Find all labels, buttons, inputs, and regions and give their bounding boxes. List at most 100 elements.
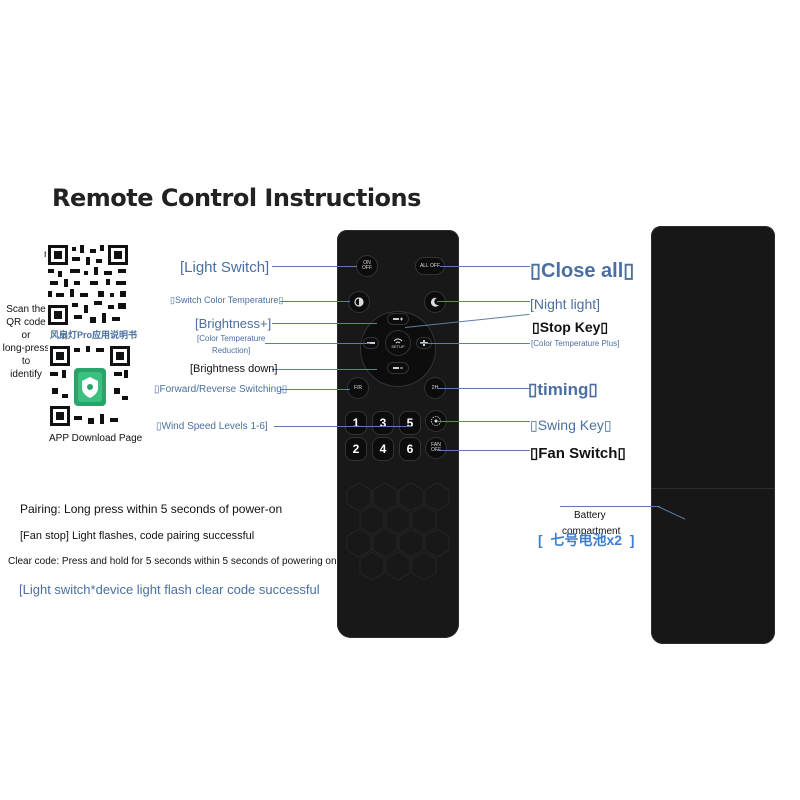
line-brightness-plus: [272, 323, 377, 324]
moon-icon: [430, 297, 439, 307]
battery-label-1: Battery: [574, 510, 606, 521]
brightness-plus-icon: [393, 317, 403, 321]
remote-back: [651, 226, 775, 644]
qr-side-label: Scan the QR code or long-press to identi…: [2, 303, 50, 381]
line-swing: [437, 421, 530, 422]
qr-code-bottom[interactable]: [48, 344, 132, 428]
line-forward-reverse: [280, 389, 350, 390]
label-light-switch: [Light Switch]: [180, 259, 270, 276]
label-marker: ▯: [154, 384, 160, 395]
speed-6-button[interactable]: 6: [400, 438, 420, 460]
qr-bottom-icon: [48, 344, 132, 428]
label-forward-reverse: ▯Forward/Reverse Switching▯: [154, 384, 287, 395]
qr-banner-text: 风扇灯Pro应用说明书: [50, 330, 138, 340]
brightness-down-button[interactable]: [388, 363, 408, 373]
speed-5-button[interactable]: 5: [400, 412, 420, 434]
label-text: Stop Key: [539, 319, 601, 335]
label-marker: ▯: [281, 384, 288, 395]
label-marker: ▯: [600, 319, 609, 335]
line-switch-cct: [280, 301, 350, 302]
label-marker: ▯: [603, 417, 612, 433]
label-text: Fan Switch: [538, 445, 618, 462]
label-marker: ▯: [156, 421, 162, 432]
line-timing: [437, 388, 530, 389]
line-cct-plus: [420, 343, 530, 344]
label-marker: ▯: [170, 295, 175, 305]
label-marker: ▯: [528, 380, 538, 399]
line-light-switch: [272, 266, 357, 267]
brightness-minus-icon: [393, 367, 403, 369]
qr-side-line: QR code or: [6, 317, 46, 341]
battery-cover-seam: [651, 488, 775, 489]
qr-bottom-label: APP Download Page: [49, 433, 143, 444]
setup-stop-button[interactable]: SETUP: [386, 331, 410, 355]
battery-label-2: compartment: [562, 526, 621, 537]
cct-icon: [354, 297, 364, 307]
page-title: Remote Control Instructions: [52, 184, 421, 212]
qr-code-top[interactable]: [46, 243, 130, 327]
speed-2-button[interactable]: 2: [346, 438, 366, 460]
label-cct-plus: [Color Temperature Plus]: [531, 339, 620, 348]
qr-side-line: long-press: [2, 343, 50, 354]
label-marker: ▯: [530, 260, 542, 282]
line-close-all: [440, 266, 530, 267]
color-temp-switch-button[interactable]: [349, 292, 369, 312]
fan-off-button[interactable]: FAN OFF: [426, 438, 446, 458]
line-wind-speed: [274, 426, 412, 427]
instruction-fan-stop: [Fan stop] Light flashes, code pairing s…: [20, 530, 255, 542]
battery-spec: [ 七号电池x2 ]: [538, 532, 635, 548]
label-stop-key: ▯Stop Key▯: [532, 319, 608, 336]
line-brightness-down: [272, 369, 377, 370]
brightness-up-button[interactable]: [388, 314, 408, 324]
speed-1-button[interactable]: 1: [346, 412, 366, 434]
hex-texture: [346, 482, 450, 581]
color-temp-down-button[interactable]: [364, 338, 378, 348]
label-cct-reduction-1: [Color Temperature: [197, 334, 266, 343]
label-marker: ▯: [278, 295, 284, 305]
label-brightness-down: [Brightness down]: [190, 363, 278, 375]
label-text: Switch Color Temperature: [174, 295, 279, 305]
label-text: Close all: [541, 260, 624, 282]
label-timing: ▯timing▯: [528, 380, 598, 400]
qr-top-icon: [46, 243, 130, 327]
timer-button[interactable]: 2H: [425, 378, 445, 398]
label-text: Swing Key: [537, 417, 604, 433]
label-text: Forward/Reverse Switching: [159, 384, 282, 395]
remote-front: ON OFF ALL OFF SETUP F/R 2H FAN OFF 1 3 …: [337, 230, 459, 638]
label-text: Wind Speed Levels 1-6]: [161, 421, 268, 432]
line-cct-reduction: [265, 343, 370, 344]
label-fan-switch: ▯Fan Switch▯: [530, 444, 626, 462]
setup-label: SETUP: [391, 343, 405, 349]
night-light-button[interactable]: [425, 292, 445, 312]
label-switch-color-temp: ▯Switch Color Temperature▯: [170, 295, 283, 306]
speed-3-button[interactable]: 3: [373, 412, 393, 434]
label-swing-key: ▯Swing Key▯: [530, 417, 612, 434]
label-close-all: ▯Close all▯: [530, 258, 634, 283]
label-brightness-plus: [Brightness+]: [195, 316, 272, 331]
line-night-light: [437, 301, 530, 302]
on-off-button[interactable]: ON OFF: [357, 256, 377, 276]
label-marker: ▯: [530, 417, 538, 433]
label-marker: ▯: [530, 445, 539, 462]
label-marker: ▯: [623, 260, 635, 282]
label-cct-reduction-2: Reduction]: [212, 346, 251, 355]
cct-minus-icon: [367, 342, 375, 344]
label-text: timing: [537, 380, 589, 399]
speed-4-button[interactable]: 4: [373, 438, 393, 460]
qr-side-line: to: [21, 356, 31, 367]
label-night-light: [Night light]: [530, 296, 601, 312]
line-battery: [560, 506, 660, 507]
line-fan-switch: [437, 450, 530, 451]
instruction-light-switch-clear: [Light switch*device light flash clear c…: [19, 582, 320, 597]
label-marker: ▯: [588, 380, 598, 399]
qr-side-line: identify: [10, 369, 42, 380]
instruction-pairing: Pairing: Long press within 5 seconds of …: [20, 502, 283, 516]
qr-side-line: Scan the: [6, 304, 46, 315]
label-marker: ▯: [532, 319, 540, 335]
instruction-clear-code: Clear code: Press and hold for 5 seconds…: [8, 556, 337, 567]
wifi-icon: [393, 338, 403, 343]
label-wind-speed: ▯Wind Speed Levels 1-6]: [156, 421, 268, 432]
all-off-button[interactable]: ALL OFF: [416, 258, 444, 274]
label-marker: ▯: [617, 445, 626, 462]
forward-reverse-button[interactable]: F/R: [348, 378, 368, 398]
